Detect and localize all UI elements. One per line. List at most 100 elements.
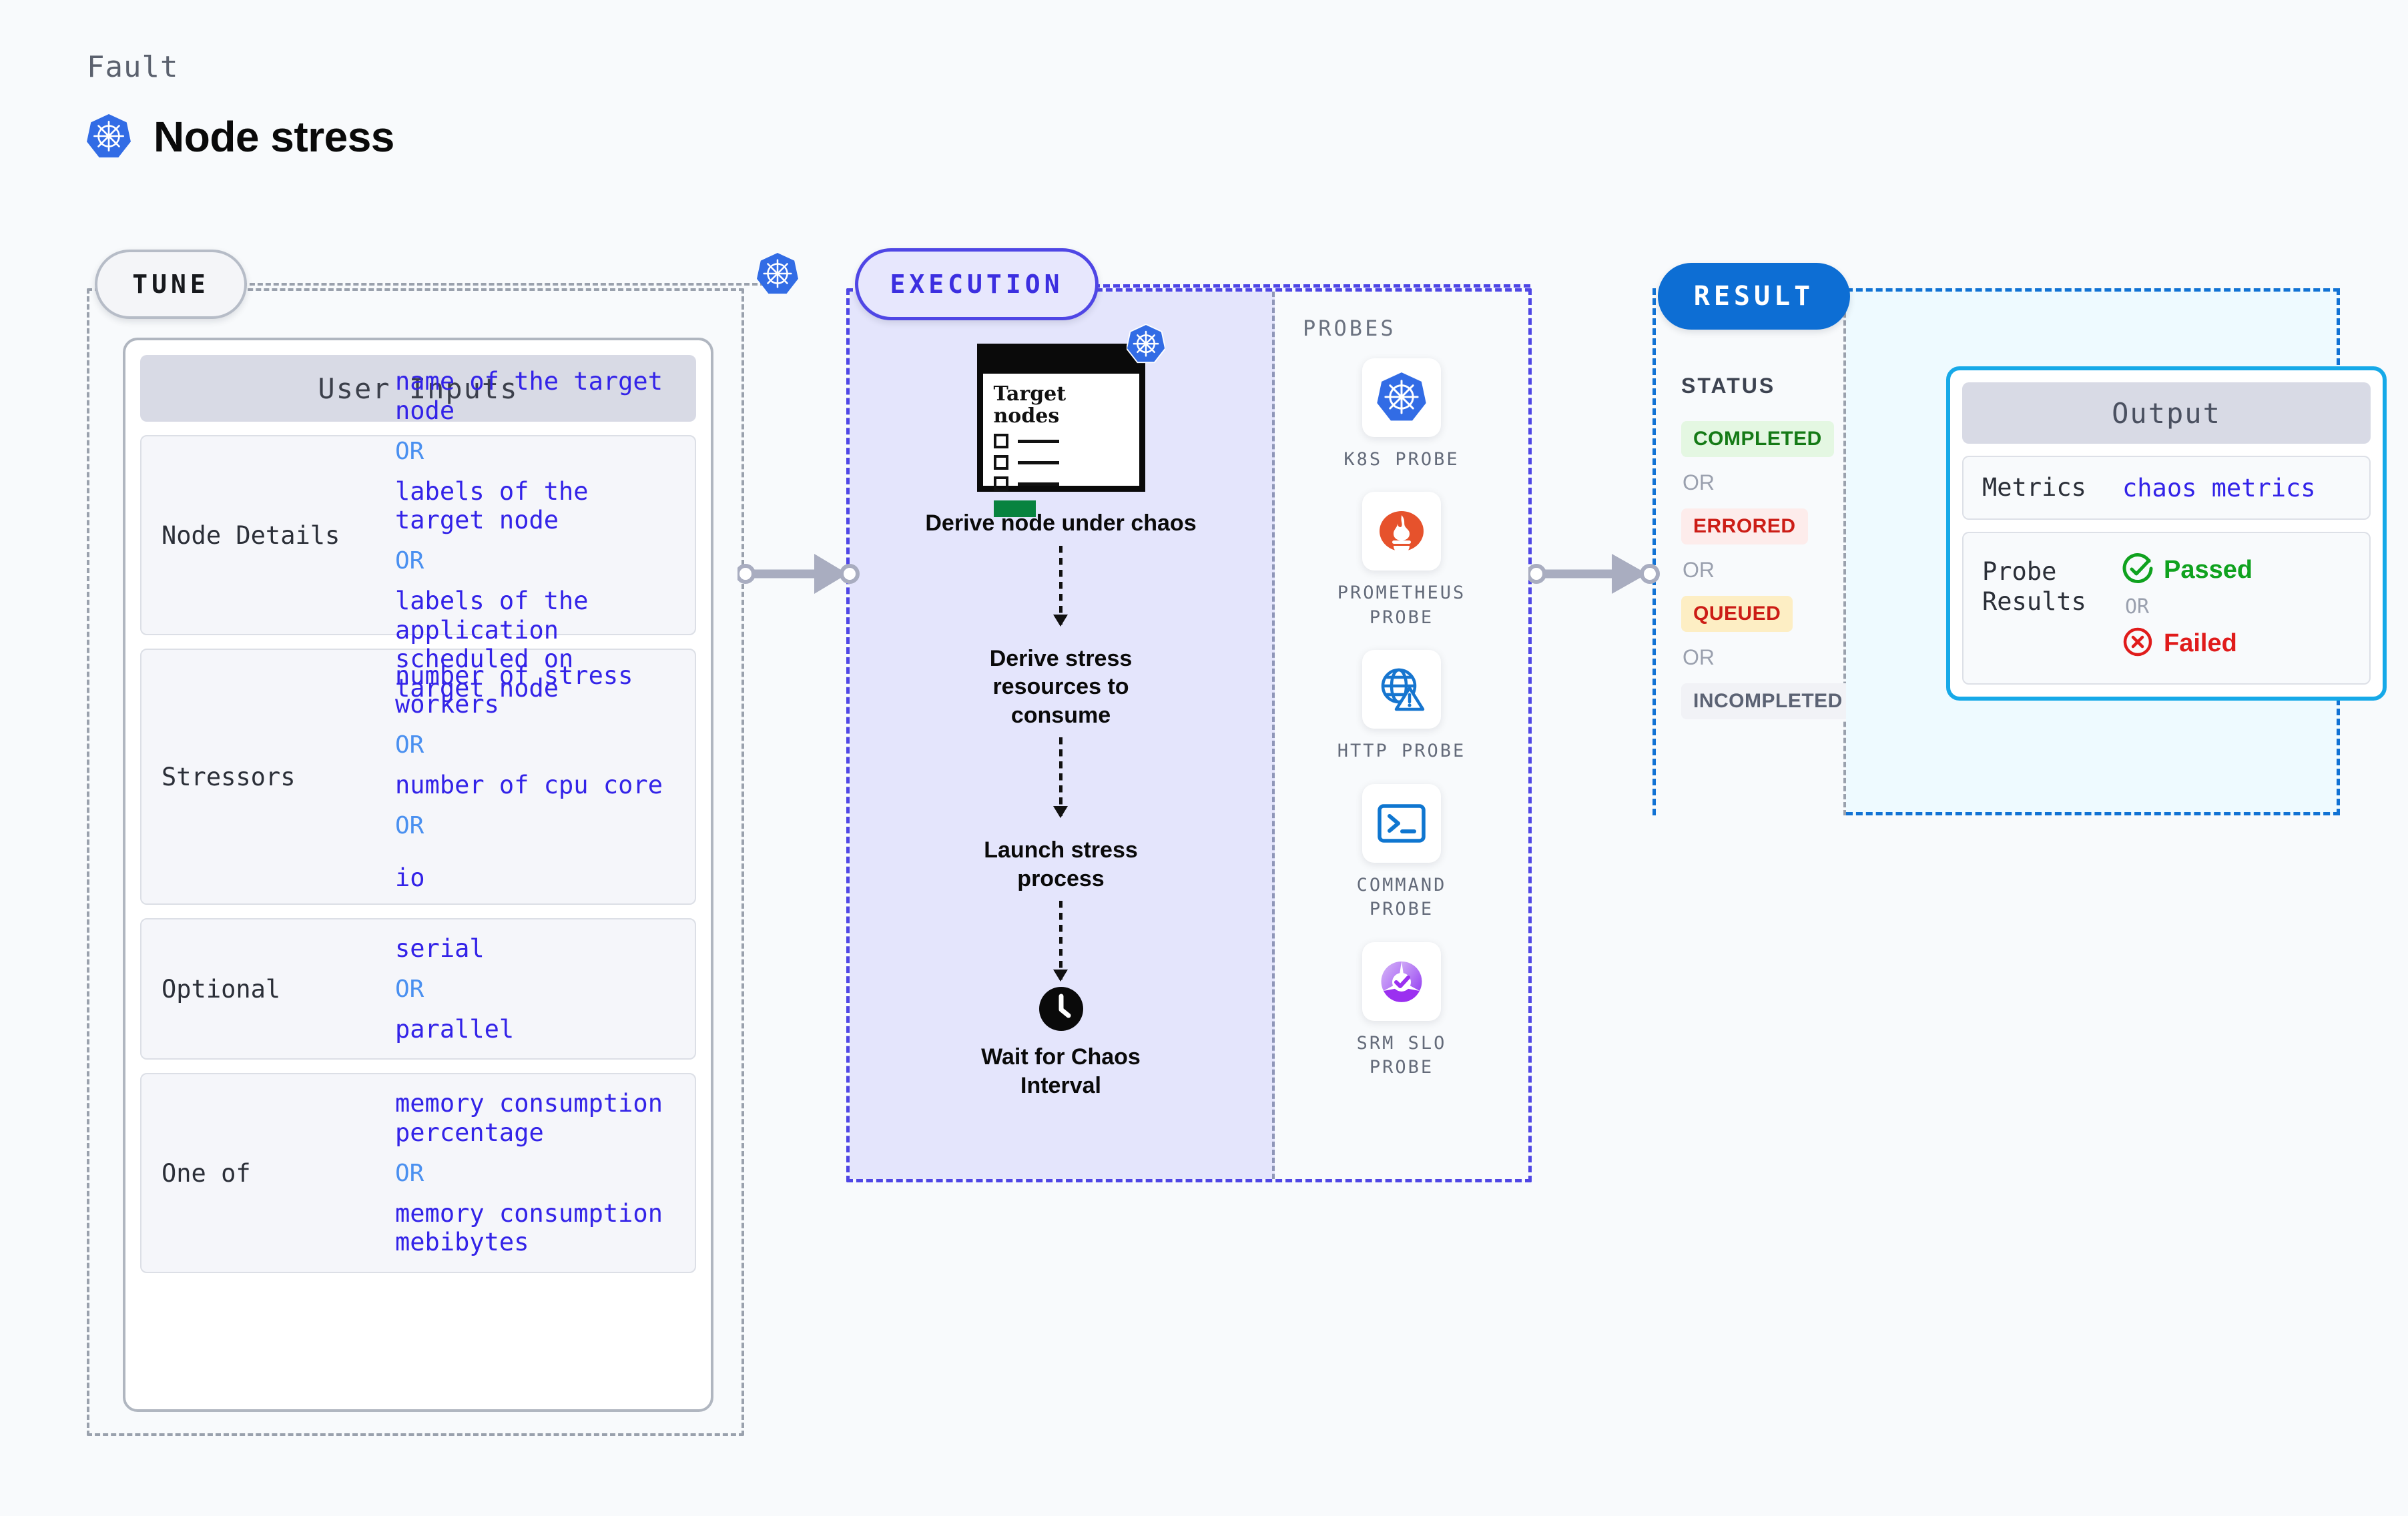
input-value: number of cpu core: [395, 771, 663, 799]
fault-label: Fault: [87, 50, 179, 84]
input-group-label: Optional: [162, 974, 281, 1004]
page-title: Node stress: [154, 113, 394, 161]
kubernetes-icon: [757, 252, 798, 300]
or-separator: OR: [1683, 558, 1715, 582]
line-placeholder: [1017, 460, 1059, 464]
output-row-probe-results: Probe Results Passed OR: [1962, 532, 2371, 685]
probe-result-label: Failed: [2164, 629, 2237, 658]
flow-arrow-icon: [1053, 545, 1068, 627]
probe-result-failed: Failed: [2122, 627, 2252, 661]
or-separator: OR: [395, 1159, 424, 1187]
flow-step-label: Derive stress resources to consume: [989, 645, 1133, 728]
probe-label: SRM SLO PROBE: [1356, 1032, 1447, 1078]
input-group-label: Node Details: [162, 520, 340, 550]
terminal-icon: [1362, 783, 1441, 863]
probe-list: K8S PROBE PROMETHEUS PROBE: [1275, 358, 1528, 1080]
tune-top-dash: [242, 283, 766, 286]
output-label: Metrics: [1982, 473, 2086, 502]
input-value: serial: [395, 933, 485, 963]
or-separator: OR: [1683, 470, 1715, 494]
flow-step-label: Derive node under chaos: [925, 510, 1197, 536]
input-group-node-details: Node Details name of the target node OR …: [140, 367, 696, 703]
execution-badge[interactable]: EXECUTION: [855, 248, 1099, 320]
probes-title: PROBES: [1303, 316, 1396, 341]
output-value: chaos metrics: [2122, 473, 2316, 502]
probe-label: COMMAND PROBE: [1356, 874, 1447, 920]
or-separator: OR: [395, 975, 424, 1003]
execution-top-dash: [1093, 284, 1530, 288]
card-titlebar: [982, 350, 1139, 374]
probe-item-command[interactable]: COMMAND PROBE: [1321, 783, 1482, 922]
line-placeholder: [1017, 482, 1059, 486]
checkbox-row: [993, 455, 1129, 470]
connector-execution-to-result: [1526, 547, 1662, 604]
input-value: labels of the application scheduled on t…: [395, 587, 589, 703]
input-value: io: [395, 863, 425, 892]
execution-stage-panel: EXECUTION Target nodes: [846, 248, 1532, 1182]
probes-column: PROBES: [1275, 292, 1528, 1179]
probe-item-k8s[interactable]: K8S PROBE: [1343, 358, 1459, 472]
or-separator: OR: [2125, 595, 2150, 619]
flow-step-label: Launch stress process: [984, 837, 1138, 891]
x-circle-icon: [2122, 627, 2153, 661]
tune-badge[interactable]: TUNE: [95, 250, 247, 319]
result-output-region: Output Metrics chaos metrics Probe Resul…: [1846, 288, 2387, 815]
input-group-label: One of: [162, 1158, 251, 1188]
result-badge[interactable]: RESULT: [1658, 263, 1850, 330]
input-value: parallel: [395, 1014, 515, 1044]
output-label: Probe Results: [1982, 557, 2086, 616]
checkbox-icon: [993, 476, 1008, 491]
status-badge-completed: COMPLETED: [1681, 421, 1834, 457]
output-card: Output Metrics chaos metrics Probe Resul…: [1946, 366, 2387, 701]
checkbox-icon: [993, 455, 1008, 470]
result-stage-panel: RESULT STATUS COMPLETED OR ERRORED OR QU…: [1652, 263, 2387, 815]
probe-item-http[interactable]: HTTP PROBE: [1337, 650, 1466, 763]
or-separator: OR: [395, 811, 424, 839]
globe-warning-icon: [1362, 650, 1441, 729]
kubernetes-icon: [1125, 324, 1166, 368]
line-placeholder: [1017, 439, 1059, 443]
user-inputs-card: User Inputs Node Details name of the tar…: [123, 338, 713, 1412]
slo-donut-check-icon: [1362, 941, 1441, 1021]
clock-icon: [1038, 986, 1084, 1035]
kubernetes-icon: [87, 113, 131, 160]
input-value: number of stress workers: [395, 661, 633, 719]
probe-label: K8S PROBE: [1343, 449, 1460, 470]
flow-step-label: Wait for Chaos Interval: [981, 1044, 1141, 1098]
tune-stage-panel: TUNE User Inputs: [87, 250, 798, 1436]
or-separator: OR: [395, 731, 424, 759]
status-list: COMPLETED OR ERRORED OR QUEUED OR INCOMP…: [1681, 421, 1855, 719]
status-badge-errored: ERRORED: [1681, 508, 1808, 544]
probe-result-label: Passed: [2164, 556, 2253, 585]
or-separator: OR: [1683, 645, 1715, 669]
checkbox-row: [993, 434, 1129, 448]
result-status-column: STATUS COMPLETED OR ERRORED OR QUEUED OR…: [1652, 288, 1855, 815]
flow-arrow-icon: [1053, 901, 1068, 982]
probe-label: PROMETHEUS PROBE: [1337, 583, 1466, 628]
input-group-one-of: One of memory consumption percentage OR …: [140, 1073, 696, 1273]
input-group-optional: Optional serial OR parallel: [140, 918, 696, 1060]
input-value: memory consumption mebibytes: [395, 1198, 663, 1257]
prometheus-icon: [1362, 492, 1441, 571]
output-row-metrics: Metrics chaos metrics: [1962, 456, 2371, 520]
probe-item-srm-slo[interactable]: SRM SLO PROBE: [1321, 941, 1482, 1080]
user-inputs-header: User Inputs: [140, 355, 696, 422]
input-group-label: Stressors: [162, 762, 296, 791]
status-badge-queued: QUEUED: [1681, 596, 1793, 632]
status-title: STATUS: [1681, 374, 1776, 398]
execution-flow-column: Target nodes: [850, 292, 1275, 1179]
kubernetes-icon: [1362, 358, 1441, 437]
input-value: memory consumption percentage: [395, 1089, 663, 1147]
flow-arrow-icon: [1053, 737, 1068, 818]
probe-item-prometheus[interactable]: PROMETHEUS PROBE: [1321, 492, 1482, 630]
probe-label: HTTP PROBE: [1337, 741, 1466, 762]
target-nodes-title: Target nodes: [993, 382, 1067, 428]
fault-title-row: Node stress: [87, 112, 394, 161]
or-separator: OR: [395, 547, 424, 575]
input-group-stressors: Stressors number of stress workers OR nu…: [140, 649, 696, 905]
connector-tune-to-execution: [735, 547, 861, 604]
green-bar: [993, 500, 1036, 517]
checkbox-icon: [993, 434, 1008, 448]
probe-result-passed: Passed: [2122, 553, 2252, 587]
